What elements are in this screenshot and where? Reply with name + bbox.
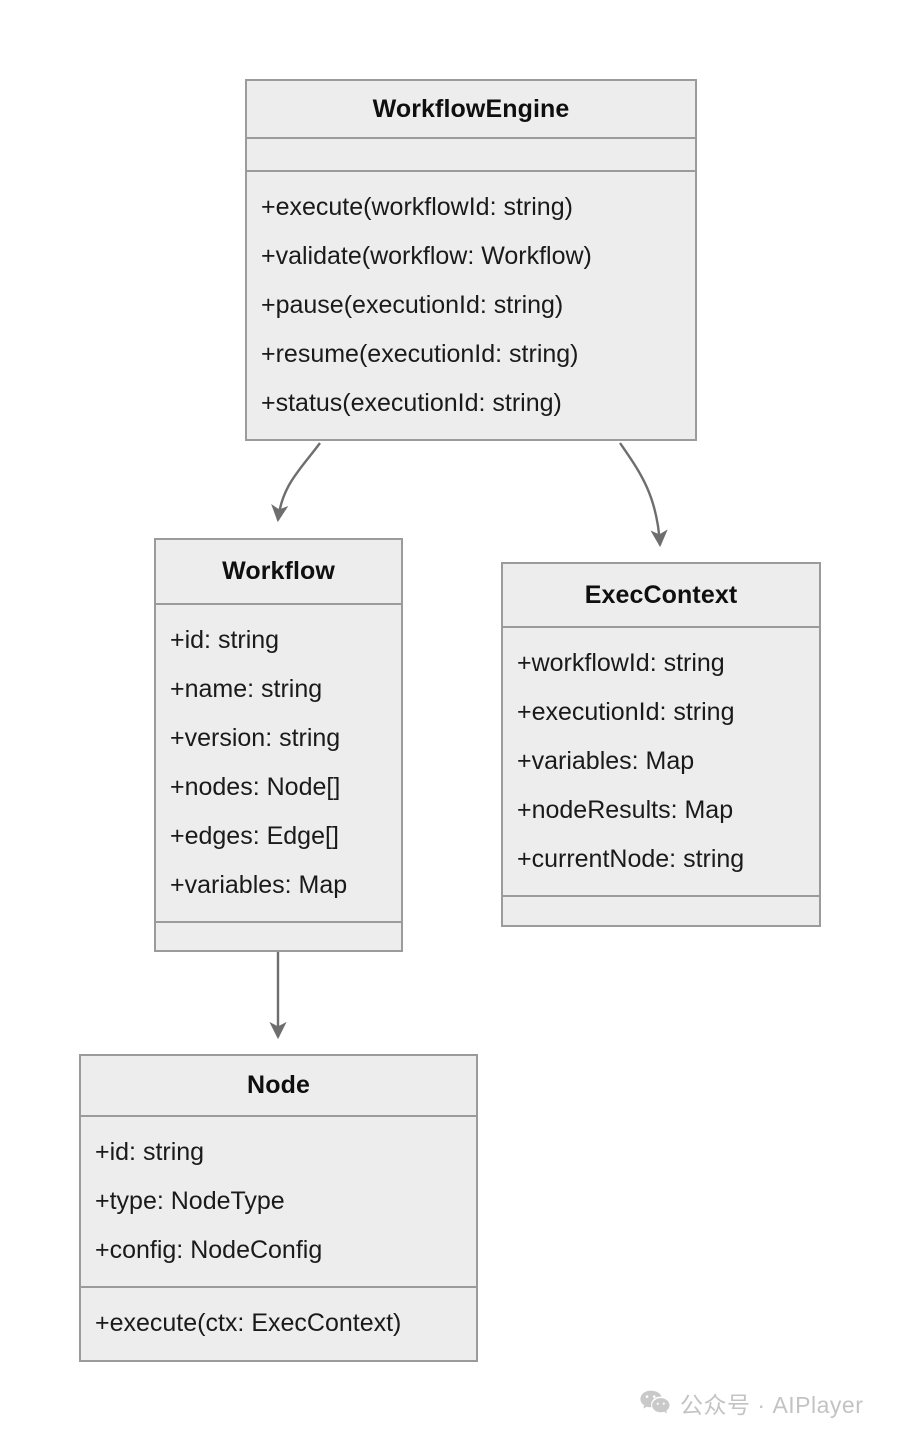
class-member: +type: NodeType — [95, 1187, 285, 1215]
watermark-text: 公众号 · AIPlayer — [680, 1392, 864, 1418]
class-methods-node: +execute(ctx: ExecContext) — [81, 1286, 476, 1359]
class-member: +status(executionId: string) — [261, 389, 562, 417]
class-member: +variables: Map — [170, 871, 348, 899]
class-member: +workflowId: string — [517, 649, 725, 677]
class-member: +resume(executionId: string) — [261, 340, 579, 368]
wechat-icon — [640, 1390, 670, 1416]
class-attributes-node: +id: string +type: NodeType +config: Nod… — [81, 1115, 476, 1286]
class-box-node[interactable]: Node +id: string +type: NodeType +config… — [79, 1054, 478, 1362]
class-member: +pause(executionId: string) — [261, 291, 564, 319]
class-title-node: Node — [81, 1056, 476, 1115]
class-member: +id: string — [95, 1138, 205, 1166]
edge-workflowengine-to-workflow — [271, 442, 321, 523]
class-methods-execcontext — [503, 895, 819, 924]
class-title-execcontext: ExecContext — [503, 564, 819, 626]
class-member: +nodes: Node[] — [170, 773, 341, 801]
class-title-workflow: Workflow — [156, 540, 401, 603]
class-member: +config: NodeConfig — [95, 1236, 323, 1264]
class-box-execcontext[interactable]: ExecContext +workflowId: string +executi… — [501, 562, 821, 927]
class-attributes-workflowengine — [247, 137, 695, 170]
class-methods-workflow — [156, 921, 401, 943]
class-methods-workflowengine: +execute(workflowId: string) +validate(w… — [247, 170, 695, 439]
class-box-workflow[interactable]: Workflow +id: string +name: string +vers… — [154, 538, 403, 952]
class-member: +nodeResults: Map — [517, 796, 734, 824]
class-attributes-workflow: +id: string +name: string +version: stri… — [156, 603, 401, 921]
edge-workflowengine-to-execcontext — [619, 442, 668, 548]
class-member: +execute(workflowId: string) — [261, 193, 573, 221]
class-member: +version: string — [170, 724, 341, 752]
class-member: +name: string — [170, 675, 323, 703]
class-title-workflowengine: WorkflowEngine — [247, 81, 695, 137]
class-member: +currentNode: string — [517, 845, 745, 873]
class-member: +variables: Map — [517, 747, 695, 775]
class-box-workflowengine[interactable]: WorkflowEngine +execute(workflowId: stri… — [245, 79, 697, 441]
class-member: +execute(ctx: ExecContext) — [95, 1309, 402, 1337]
class-member: +id: string — [170, 626, 280, 654]
class-attributes-execcontext: +workflowId: string +executionId: string… — [503, 626, 819, 895]
class-member: +edges: Edge[] — [170, 822, 339, 850]
watermark: 公众号 · AIPlayer — [640, 1386, 863, 1420]
class-member: +validate(workflow: Workflow) — [261, 242, 592, 270]
class-member: +executionId: string — [517, 698, 735, 726]
